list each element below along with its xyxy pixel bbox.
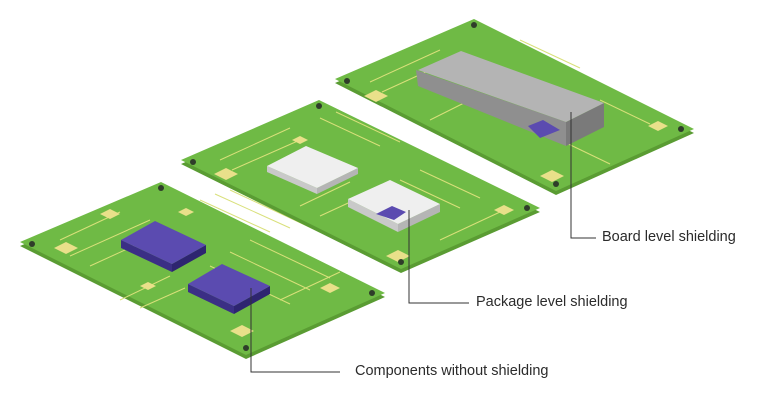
board-package	[181, 100, 540, 273]
holes	[344, 22, 684, 187]
package-shield-cutaway	[376, 206, 406, 220]
pads	[364, 90, 668, 182]
holes	[190, 103, 530, 265]
components-without-shielding-label: Components without shielding	[355, 363, 549, 379]
package-shield-right	[348, 180, 440, 232]
board-components	[20, 182, 385, 359]
unshielded-chip-1	[121, 221, 206, 272]
pads	[214, 136, 514, 262]
pads	[54, 208, 340, 337]
leader-line-components	[250, 288, 340, 373]
unshielded-chip-2	[188, 264, 270, 314]
leader-lines	[250, 112, 596, 373]
board-board	[335, 19, 694, 195]
package-level-shielding-label: Package level shielding	[476, 294, 628, 310]
holes	[29, 185, 375, 351]
board-shield	[416, 51, 604, 146]
board-shield-cutaway	[528, 120, 560, 138]
pcb-board	[20, 182, 385, 359]
board-surface	[181, 100, 540, 269]
board-surface	[20, 182, 385, 355]
traces	[219, 111, 501, 241]
package-shield-left	[267, 146, 358, 194]
pcb-board	[181, 100, 540, 273]
board-level-shielding-label: Board level shielding	[602, 229, 736, 245]
leader-line-board	[570, 112, 596, 239]
leader-line-package	[408, 210, 469, 304]
